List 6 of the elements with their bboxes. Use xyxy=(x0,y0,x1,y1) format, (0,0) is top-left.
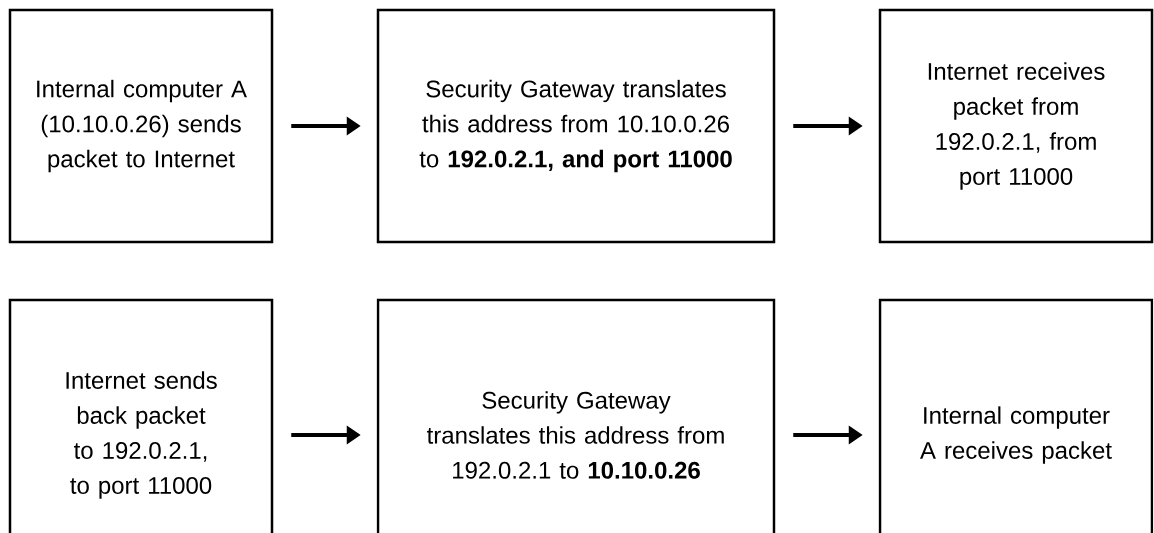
process-box: Internet sends back packet to 192.0.2.1, to port 11000 xyxy=(8,298,274,533)
process-box: Security Gateway translates this address from 192.0.2.1 to 10.10.0.26 xyxy=(376,298,776,533)
process-box: Internet receives packet from 192.0.2.1, from port 11000 xyxy=(878,8,1154,244)
process-box: Internal computer A (10.10.0.26) sends packet to Internet xyxy=(8,8,274,244)
process-box: Security Gateway translates this address from 10.10.0.26 to 192.0.2.1, and port 11000 xyxy=(376,8,776,244)
process-box: Internal computer A receives packet xyxy=(878,298,1154,533)
